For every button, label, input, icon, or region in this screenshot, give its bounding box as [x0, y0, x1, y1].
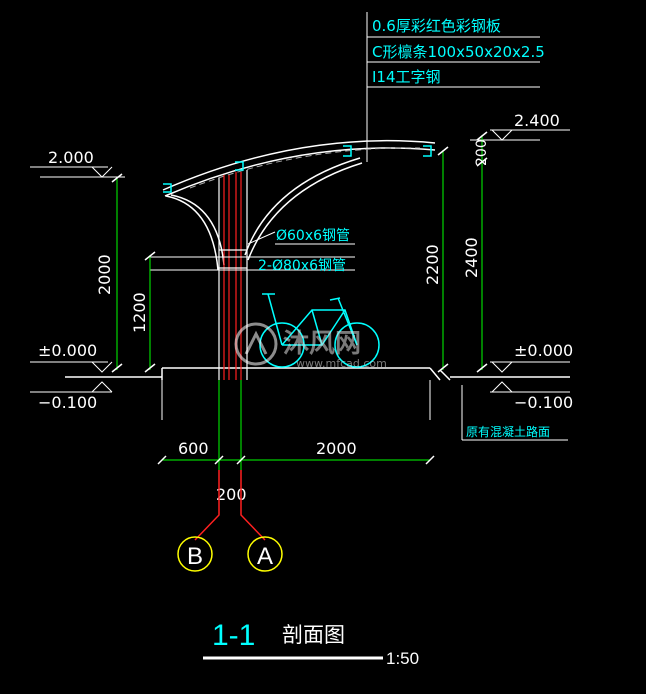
- elev-eave-left: 2.000: [48, 148, 94, 167]
- road-label: 原有混凝土路面: [466, 424, 550, 439]
- horizontal-ticks: [157, 455, 435, 465]
- watermark: 沐风网 www.mfcad.com: [234, 322, 387, 370]
- elev-top-right: 2.400: [514, 111, 560, 130]
- dim-left-height: 2000: [95, 254, 114, 295]
- note-purlin: C形檩条100x50x20x2.5: [372, 43, 545, 61]
- notes-table: [366, 12, 540, 162]
- dim-inner-height: 1200: [130, 292, 149, 333]
- elev-below-right: −0.100: [514, 393, 573, 412]
- elev-ground-right: ±0.000: [514, 341, 573, 360]
- pipe-small-label: Ø60x6钢管: [276, 228, 350, 244]
- horizontal-dimension: [162, 380, 430, 470]
- dimension-ticks: [111, 131, 488, 373]
- dim-right-2200: 2200: [423, 244, 442, 285]
- ground-line: [65, 367, 570, 420]
- roof: [162, 139, 436, 271]
- watermark-url: www.mfcad.com: [296, 357, 387, 370]
- axis-label-b: B: [187, 543, 203, 570]
- bicycle: [259, 293, 380, 368]
- dim-bottom-200: 200: [216, 485, 247, 504]
- elevation-marks: [30, 129, 570, 393]
- axis-bubble-a: [247, 536, 283, 572]
- dim-right-2400: 2400: [462, 237, 481, 278]
- pipe-leaders: [150, 231, 355, 271]
- elev-ground-left: ±0.000: [38, 341, 97, 360]
- axis-label-a: A: [257, 543, 273, 570]
- note-i-beam: I14工字钢: [372, 68, 441, 86]
- axis-bubble-b: [177, 536, 213, 572]
- axis-leaders: [194, 470, 266, 541]
- section-title: 剖面图: [282, 623, 345, 647]
- section-number: 1-1: [212, 619, 255, 652]
- dimension-lines: [116, 135, 483, 370]
- note-roof-sheet: 0.6厚彩红色彩钢板: [372, 17, 501, 35]
- pipe-large-label: 2-Ø80x6钢管: [258, 258, 346, 274]
- dim-bottom-600: 600: [178, 439, 209, 458]
- elev-below-left: −0.100: [38, 393, 97, 412]
- dim-bottom-2000: 2000: [316, 439, 357, 458]
- drawing-scale: 1:50: [386, 649, 419, 668]
- dim-right-200: 200: [474, 139, 490, 166]
- columns: [218, 170, 248, 380]
- watermark-brand: 沐风网: [283, 329, 361, 359]
